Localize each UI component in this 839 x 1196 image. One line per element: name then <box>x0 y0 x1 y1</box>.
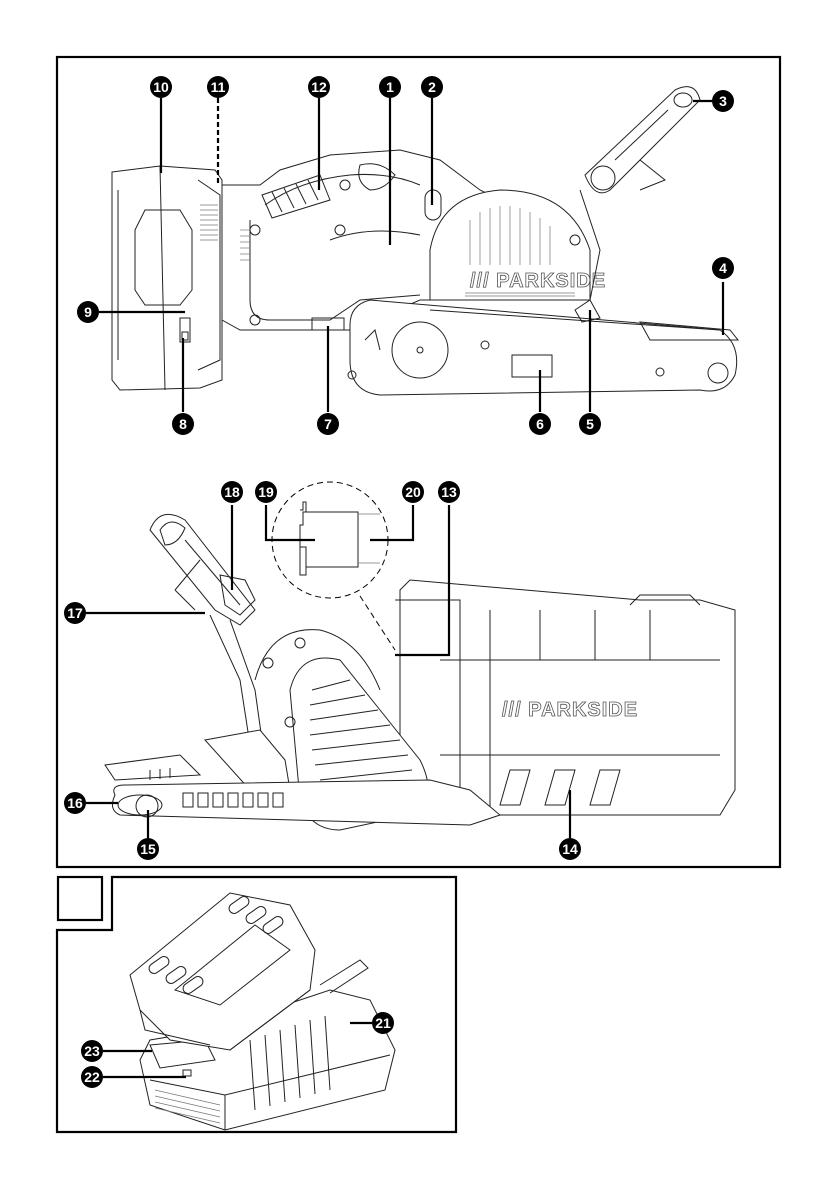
callout-23: 23 <box>81 1040 103 1062</box>
callout-12: 12 <box>308 76 330 98</box>
motor-body: /// PARKSIDE <box>395 580 735 815</box>
callout-18: 18 <box>221 481 243 503</box>
svg-text:10: 10 <box>153 79 169 95</box>
battery-pack <box>112 166 222 390</box>
callout-7: 7 <box>317 413 339 435</box>
svg-text:16: 16 <box>67 795 83 811</box>
svg-text:4: 4 <box>719 260 727 276</box>
svg-text:2: 2 <box>428 79 436 95</box>
svg-text:15: 15 <box>140 841 156 857</box>
callout-21: 21 <box>372 1012 394 1034</box>
svg-text:17: 17 <box>67 605 83 621</box>
callout-3: 3 <box>712 90 734 112</box>
svg-text:22: 22 <box>84 1069 100 1085</box>
svg-text:20: 20 <box>405 484 421 500</box>
svg-text:6: 6 <box>536 416 544 432</box>
svg-text:13: 13 <box>441 484 457 500</box>
svg-text:21: 21 <box>375 1015 391 1031</box>
svg-text:12: 12 <box>311 79 327 95</box>
callout-16: 16 <box>64 792 86 814</box>
callout-17: 17 <box>64 602 86 624</box>
svg-text:23: 23 <box>84 1043 100 1059</box>
callout-20: 20 <box>402 481 424 503</box>
callout-2: 2 <box>421 76 443 98</box>
figure-number-box <box>58 877 102 920</box>
svg-text:8: 8 <box>179 416 187 432</box>
callout-9: 9 <box>77 301 99 323</box>
svg-text:3: 3 <box>719 93 727 109</box>
callout-15: 15 <box>137 838 159 860</box>
battery-and-charger <box>130 893 395 1130</box>
svg-text:11: 11 <box>211 79 226 95</box>
callout-19: 19 <box>255 481 277 503</box>
svg-text:14: 14 <box>562 841 578 857</box>
callout-14: 14 <box>559 838 581 860</box>
svg-text:9: 9 <box>84 304 92 320</box>
callout-1: 1 <box>379 76 401 98</box>
gear-housing: /// PARKSIDE <box>430 190 606 300</box>
brand-logo-left: /// PARKSIDE <box>502 699 638 721</box>
svg-text:7: 7 <box>324 416 332 432</box>
callout-6: 6 <box>529 413 551 435</box>
svg-text:19: 19 <box>258 484 274 500</box>
detail-magnifier <box>272 482 395 650</box>
callout-4: 4 <box>712 257 734 279</box>
callout-5: 5 <box>579 413 601 435</box>
callout-22: 22 <box>81 1066 103 1088</box>
sanding-belt-base <box>348 300 738 395</box>
sander-side-view-right: /// PARKSIDE <box>112 87 738 395</box>
svg-text:1: 1 <box>386 79 394 95</box>
svg-text:5: 5 <box>586 416 594 432</box>
callout-13: 13 <box>438 481 460 503</box>
front-handle-left <box>150 514 262 745</box>
svg-text:18: 18 <box>224 484 240 500</box>
callout-10: 10 <box>150 76 172 98</box>
brand-logo: /// PARKSIDE <box>470 270 606 292</box>
callout-8: 8 <box>172 413 194 435</box>
callout-11: 11 <box>207 76 229 98</box>
